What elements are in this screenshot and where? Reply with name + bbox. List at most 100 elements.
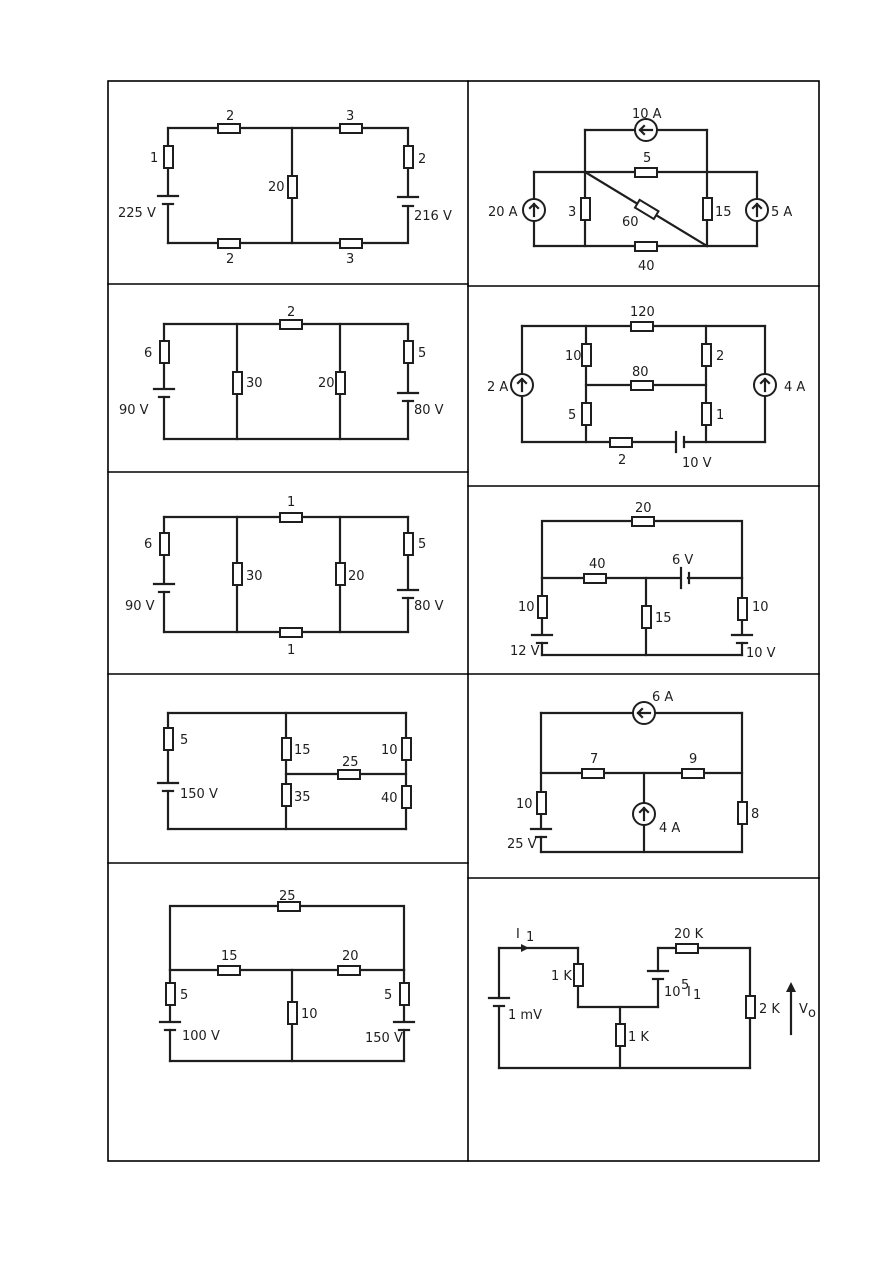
label: 60 — [622, 215, 639, 230]
resistor-15 — [281, 737, 292, 761]
label: 7 — [590, 752, 598, 767]
resistor-80 — [630, 380, 654, 391]
resistor-diagonal — [633, 198, 660, 221]
label: 90 V — [119, 403, 149, 418]
label: 2 — [226, 109, 234, 124]
resistor-top-left — [217, 123, 241, 134]
label: 20 — [342, 949, 359, 964]
label: 10 — [664, 985, 681, 1000]
label: 15 — [294, 743, 311, 758]
resistor-top-right — [339, 123, 363, 134]
label: 6 V — [672, 553, 693, 568]
label: 1 K — [551, 969, 572, 984]
label: 5 A — [771, 205, 792, 220]
label: 5 — [180, 988, 188, 1003]
label: 20 — [268, 180, 285, 195]
label: 3 — [346, 252, 354, 267]
label: 100 V — [182, 1029, 220, 1044]
resistor-20 — [337, 965, 361, 976]
resistor-10 — [401, 737, 412, 761]
arrow-up-icon — [759, 377, 771, 393]
arrow-up-icon — [751, 202, 763, 218]
label: 10 — [565, 349, 582, 364]
resistor-9 — [681, 768, 705, 779]
resistor-bottom-left — [217, 238, 241, 249]
label: 5 — [418, 346, 426, 361]
label: 35 — [294, 790, 311, 805]
label: 10 — [301, 1007, 318, 1022]
label: 20 — [348, 569, 365, 584]
label: 15 — [715, 205, 732, 220]
label: 40 — [381, 791, 398, 806]
label: 90 V — [125, 599, 155, 614]
circuit-7: 5 15 25 10 150 V 35 40 — [156, 711, 412, 831]
label: 6 — [144, 537, 152, 552]
label: I — [516, 927, 520, 942]
resistor-25 — [337, 769, 361, 780]
resistor-top — [631, 516, 655, 527]
arrow-right-icon — [521, 944, 529, 952]
label: 2 — [226, 252, 234, 267]
label: 20 — [318, 376, 335, 391]
label: 2 — [418, 152, 426, 167]
resistor-10 — [287, 1001, 298, 1025]
label: 10 — [381, 743, 398, 758]
label: 25 — [279, 889, 296, 904]
label: 5 — [681, 978, 689, 993]
label: 8 — [751, 807, 759, 822]
label: 1 K — [628, 1030, 649, 1045]
label: 80 V — [414, 599, 444, 614]
resistor-bottom-right — [339, 238, 363, 249]
label: 10 — [518, 600, 535, 615]
label: 3 — [568, 205, 576, 220]
resistor-1k-top — [573, 963, 584, 987]
resistor-top — [279, 512, 303, 523]
label: 5 — [418, 537, 426, 552]
label: 40 — [589, 557, 606, 572]
label: 10 — [752, 600, 769, 615]
resistor-1 — [701, 402, 712, 426]
resistor-right — [403, 145, 414, 169]
label: 6 — [144, 346, 152, 361]
label: 40 — [638, 259, 655, 274]
label: 25 — [342, 755, 359, 770]
resistor-right — [702, 197, 713, 221]
label: 5 — [568, 408, 576, 423]
label: I — [687, 985, 691, 1000]
label: 5 — [384, 988, 392, 1003]
resistor-25 — [277, 901, 301, 912]
resistor-10 — [581, 343, 592, 367]
label: 12 V — [510, 644, 540, 659]
label: 20 A — [488, 205, 518, 220]
label: 2 K — [759, 1002, 780, 1017]
label: 225 V — [118, 206, 156, 221]
resistor-20 — [335, 562, 346, 586]
resistor-35 — [281, 783, 292, 807]
label: 1 — [526, 930, 534, 945]
arrow-up-icon — [638, 806, 650, 822]
arrow-up-icon — [786, 982, 796, 992]
label: 80 V — [414, 403, 444, 418]
label: 1 — [287, 643, 295, 658]
label: 2 — [287, 305, 295, 320]
label: 3 — [346, 109, 354, 124]
label: 6 A — [652, 690, 673, 705]
label: 4 A — [659, 821, 680, 836]
resistor-left — [159, 532, 170, 556]
label: 1 — [716, 408, 724, 423]
label: 2 — [716, 349, 724, 364]
resistor-right — [403, 532, 414, 556]
arrow-left-icon — [638, 124, 654, 136]
resistor-top — [630, 321, 654, 332]
label: V — [799, 1002, 808, 1017]
label: 25 V — [507, 837, 537, 852]
resistor-left — [163, 145, 174, 169]
resistor-left — [580, 197, 591, 221]
arrow-left-icon — [636, 707, 652, 719]
label: 1 — [693, 988, 701, 1003]
resistor-8 — [737, 801, 748, 825]
circuit-2: 10 A 5 20 A 3 60 15 5 A 40 — [488, 107, 792, 274]
label: 10 V — [682, 456, 712, 471]
resistor-30 — [232, 371, 243, 395]
